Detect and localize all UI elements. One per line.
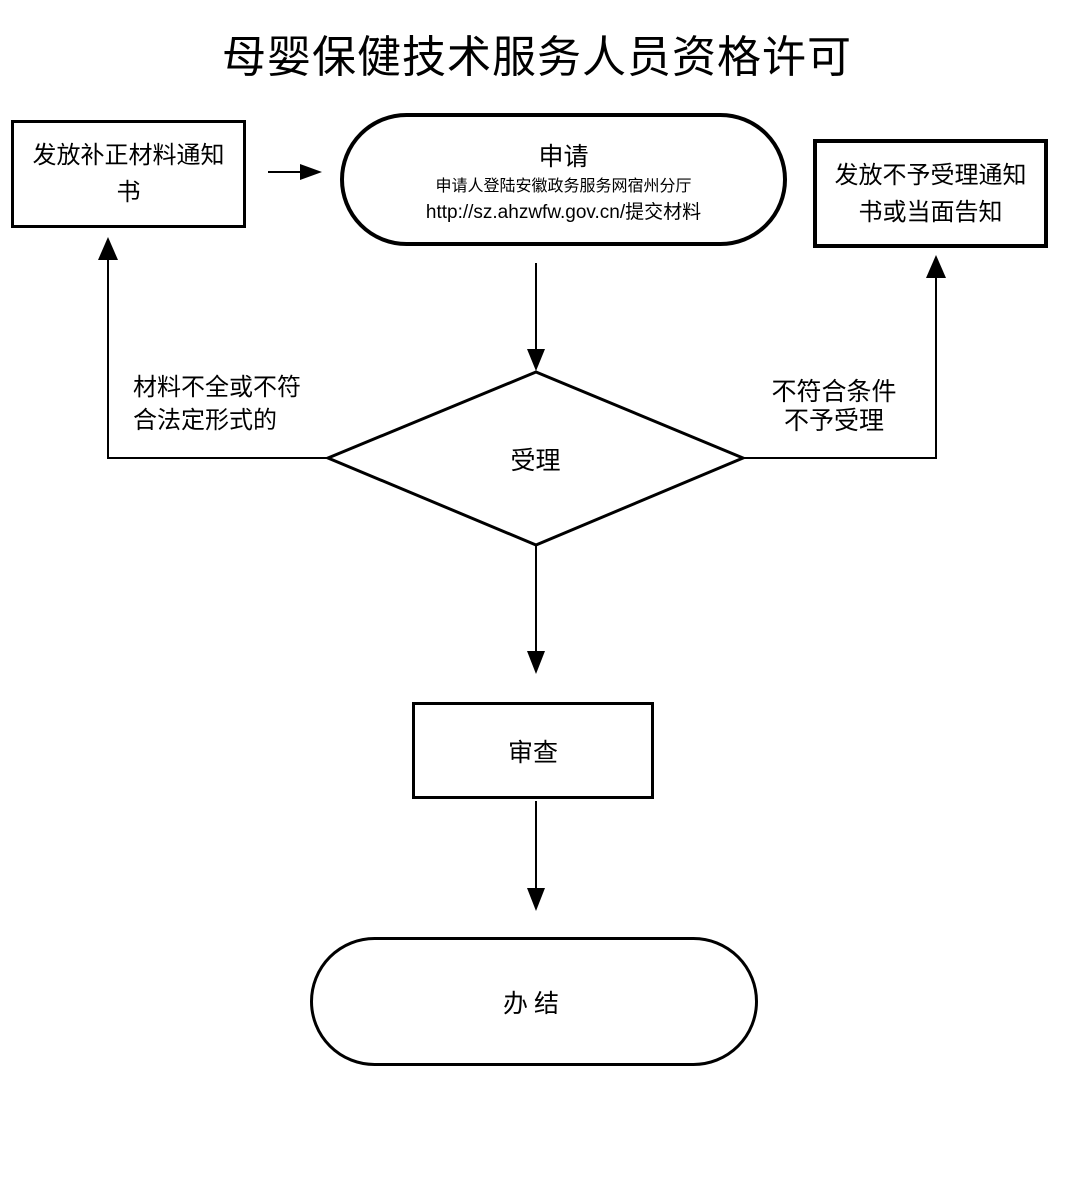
node-apply: 申请 申请人登陆安徽政务服务网宿州分厅 http://sz.ahzwfw.gov… (340, 113, 787, 246)
apply-subtitle: 申请人登陆安徽政务服务网宿州分厅 (435, 178, 692, 195)
accept-decision-label: 受理 (510, 446, 561, 475)
arrow-down-icon (527, 651, 545, 674)
edge-accept-to-review (527, 545, 545, 674)
node-rejection-notice: 发放不予受理通知书或当面告知 (813, 139, 1048, 248)
apply-url-text: http://sz.ahzwfw.gov.cn/提交材料 (425, 202, 702, 223)
arrow-up-icon (926, 255, 946, 278)
review-label: 审查 (507, 738, 558, 767)
node-accept-decision: 受理 (328, 372, 743, 545)
flowchart-title: 母婴保健技术服务人员资格许可 (222, 33, 852, 82)
node-correction-notice: 发放补正材料通知书 (11, 120, 246, 228)
correction-notice-label: 发放补正材料通知书 (32, 142, 225, 206)
apply-title: 申请 (538, 143, 589, 171)
arrow-up-icon (98, 237, 118, 260)
node-review: 审查 (412, 702, 654, 799)
edge-apply-to-accept (527, 263, 545, 371)
edge-label-incomplete-materials: 材料不全或不符合法定形式的 (133, 374, 301, 434)
arrow-down-icon (527, 888, 545, 911)
complete-label: 办结 (502, 989, 565, 1018)
arrow-down-icon (527, 349, 545, 371)
arrow-right-icon (300, 164, 322, 180)
node-complete: 办结 (310, 937, 758, 1066)
edge-correction-to-apply (268, 164, 322, 180)
edge-review-to-complete (527, 801, 545, 911)
edge-label-not-qualified: 不符合条件不予受理 (771, 378, 897, 435)
rejection-notice-label: 发放不予受理通知书或当面告知 (834, 161, 1027, 226)
